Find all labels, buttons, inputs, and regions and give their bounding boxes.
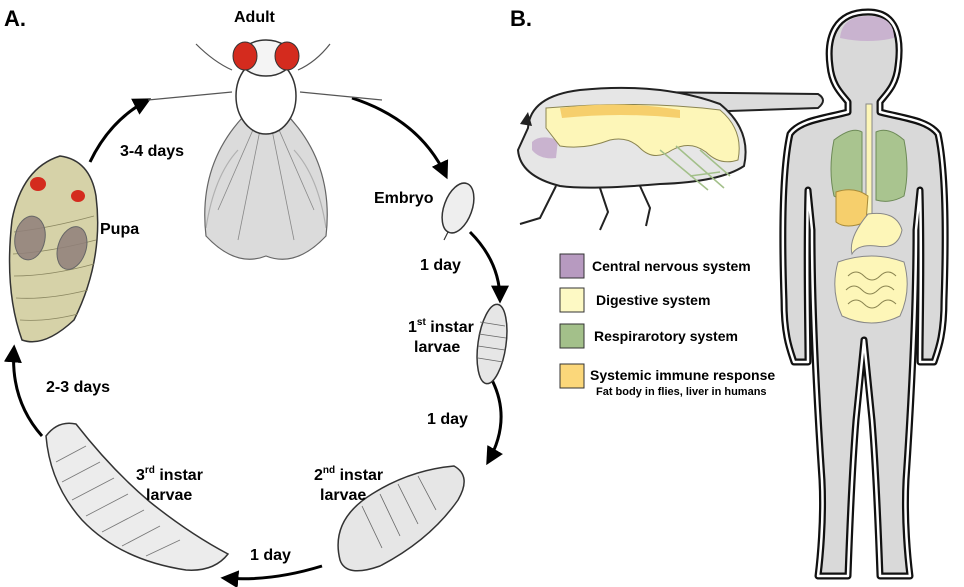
adult-eye-left (233, 42, 257, 70)
legend-note: Fat body in flies, liver in humans (596, 386, 767, 398)
legend-swatch (560, 324, 584, 348)
label-third-instar: 3rd instar (136, 465, 203, 484)
adult-eye-right (275, 42, 299, 70)
legend-label: Digestive system (596, 292, 710, 308)
legend-item-central-nervous-system: Central nervous system (560, 254, 751, 278)
legend-label: Central nervous system (592, 258, 751, 274)
human-intestines (835, 256, 907, 323)
duration-embryo-to-first: 1 day (420, 257, 461, 274)
duration-second-to-third: 1 day (250, 547, 291, 564)
panel-a-label: A. (4, 6, 26, 31)
panel-b-label: B. (510, 6, 532, 31)
arrow-third-instar-to-pupa (14, 348, 42, 436)
legend-item-respiratory-system: Respirarotory system (560, 324, 738, 348)
fly-anatomy-illustration (518, 88, 823, 230)
third-instar-larva-illustration (46, 423, 228, 570)
label-second-instar: 2nd instar (314, 465, 383, 484)
human-lung-right (876, 130, 907, 201)
legend-label: Systemic immune response (590, 367, 775, 383)
legend-label: Respirarotory system (594, 328, 738, 344)
first-instar-larva-illustration (473, 302, 512, 385)
duration-pupa-to-adult: 3-4 days (120, 143, 184, 160)
legend-swatch (560, 288, 584, 312)
pupa-eye-right (71, 190, 85, 202)
arrow-second-to-third-instar (224, 566, 322, 579)
label-first-instar-line2: larvae (414, 339, 460, 356)
label-embryo: Embryo (374, 190, 434, 207)
duration-first-to-second: 1 day (427, 411, 468, 428)
arrow-first-to-second-instar (488, 380, 501, 462)
pupa-eye-left (30, 177, 46, 191)
organ-legend: Central nervous system Digestive system … (560, 254, 775, 398)
embryo-illustration (436, 179, 480, 240)
label-adult: Adult (234, 9, 276, 26)
legend-swatch (560, 254, 584, 278)
label-second-instar-line2: larvae (320, 487, 366, 504)
legend-swatch (560, 364, 584, 388)
arrow-adult-to-embryo (352, 98, 446, 176)
arrow-embryo-to-first-instar (470, 232, 500, 300)
label-third-instar-line2: larvae (146, 487, 192, 504)
legend-item-systemic-immune-response: Systemic immune response Fat body in fli… (560, 364, 775, 398)
duration-third-to-pupa: 2-3 days (46, 379, 110, 396)
pupa-illustration (10, 156, 98, 342)
label-pupa: Pupa (100, 221, 139, 238)
legend-item-digestive-system: Digestive system (560, 288, 710, 312)
label-first-instar: 1st instar (408, 317, 474, 336)
